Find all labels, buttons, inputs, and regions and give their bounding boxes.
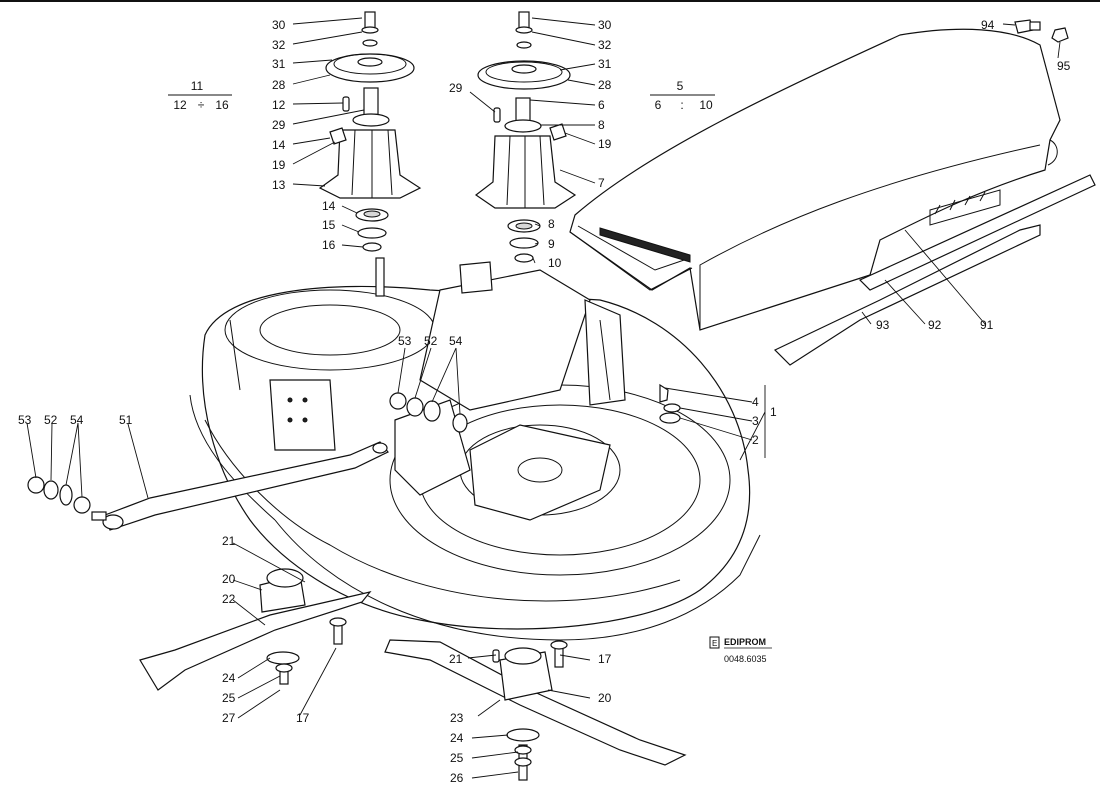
callout-label: 54 bbox=[449, 334, 463, 348]
callout-label: 27 bbox=[222, 711, 236, 725]
callout-label: 17 bbox=[598, 652, 612, 666]
fastener-94 bbox=[1014, 19, 1041, 34]
callout-label: 8 bbox=[548, 217, 555, 231]
callout-label: 9 bbox=[548, 237, 555, 251]
callout-label: 12 bbox=[272, 98, 286, 112]
callout-label: 52 bbox=[424, 334, 438, 348]
callout-label: 20 bbox=[222, 572, 236, 586]
bolt-set-mid bbox=[389, 392, 468, 433]
fraction-left-operator: ÷ bbox=[198, 98, 205, 112]
callout-label: 24 bbox=[450, 731, 464, 745]
callout-label: 21 bbox=[222, 534, 236, 548]
fraction-left-from: 12 bbox=[173, 98, 187, 112]
left-blade-assembly bbox=[139, 568, 372, 691]
fraction-left: 11 12 ÷ 16 bbox=[168, 79, 232, 112]
callout-label: 53 bbox=[18, 413, 32, 427]
callout-label: 54 bbox=[70, 413, 84, 427]
callout-label: 26 bbox=[450, 771, 464, 785]
callout-label: 24 bbox=[222, 671, 236, 685]
fastener-95 bbox=[1051, 27, 1069, 43]
callout-label: 25 bbox=[222, 691, 236, 705]
callout-label: 20 bbox=[598, 691, 612, 705]
callout-label: 21 bbox=[449, 652, 463, 666]
fraction-right-operator: : bbox=[680, 98, 683, 112]
callout-label: 7 bbox=[598, 176, 605, 190]
callout-label: 1 bbox=[770, 405, 777, 419]
callout-label: 16 bbox=[322, 238, 336, 252]
mower-deck bbox=[189, 257, 761, 641]
callout-label: 29 bbox=[272, 118, 286, 132]
callout-label: 6 bbox=[598, 98, 605, 112]
right-pulley-assembly bbox=[474, 11, 577, 263]
callout-label: 28 bbox=[272, 78, 286, 92]
callout-label: 14 bbox=[272, 138, 286, 152]
fraction-right: 5 6 : 10 bbox=[650, 79, 715, 112]
callout-label: 25 bbox=[450, 751, 464, 765]
callout-labels: 30 32 31 28 12 29 14 19 13 14 15 16 30 3… bbox=[18, 18, 1071, 785]
left-pulley-assembly bbox=[318, 11, 422, 252]
fraction-right-numerator: 5 bbox=[677, 79, 684, 93]
callout-label: 95 bbox=[1057, 59, 1071, 73]
belt-cover bbox=[569, 28, 1096, 366]
callout-label: 32 bbox=[598, 38, 612, 52]
callout-label: 94 bbox=[981, 18, 995, 32]
callout-label: 19 bbox=[272, 158, 286, 172]
fraction-right-from: 6 bbox=[655, 98, 662, 112]
callout-label: 52 bbox=[44, 413, 58, 427]
callout-label: 10 bbox=[548, 256, 562, 270]
callout-label: 92 bbox=[928, 318, 942, 332]
screw-set-2-3-4 bbox=[659, 383, 681, 424]
callout-label: 14 bbox=[322, 199, 336, 213]
callout-label: 91 bbox=[980, 318, 994, 332]
callout-label: 17 bbox=[296, 711, 310, 725]
logo-brand: EDIPROM bbox=[724, 637, 766, 647]
callout-label: 19 bbox=[598, 137, 612, 151]
leader-lines bbox=[26, 17, 1061, 779]
callout-label: 28 bbox=[598, 78, 612, 92]
callout-label: 30 bbox=[598, 18, 612, 32]
callout-label: 2 bbox=[752, 433, 759, 447]
callout-label: 13 bbox=[272, 178, 286, 192]
ediprom-logo: E EDIPROM 0048.6035 bbox=[709, 636, 772, 664]
callout-label: 93 bbox=[876, 318, 890, 332]
callout-label: 51 bbox=[119, 413, 133, 427]
callout-label: 15 bbox=[322, 218, 336, 232]
callout-label: 29 bbox=[449, 81, 463, 95]
svg-text:E: E bbox=[712, 639, 717, 648]
right-blade-assembly bbox=[384, 639, 687, 781]
callout-label: 31 bbox=[598, 57, 612, 71]
callout-label: 3 bbox=[752, 414, 759, 428]
callout-label: 30 bbox=[272, 18, 286, 32]
callout-label: 32 bbox=[272, 38, 286, 52]
logo-code: 0048.6035 bbox=[724, 654, 767, 664]
callout-label: 4 bbox=[752, 395, 759, 409]
callout-label: 8 bbox=[598, 118, 605, 132]
fraction-left-to: 16 bbox=[215, 98, 229, 112]
lift-rod-51 bbox=[27, 441, 389, 531]
callout-label: 31 bbox=[272, 57, 286, 71]
fraction-right-to: 10 bbox=[699, 98, 713, 112]
fraction-left-numerator: 11 bbox=[191, 79, 204, 93]
callout-label: 23 bbox=[450, 711, 464, 725]
callout-label: 22 bbox=[222, 592, 236, 606]
callout-label: 53 bbox=[398, 334, 412, 348]
